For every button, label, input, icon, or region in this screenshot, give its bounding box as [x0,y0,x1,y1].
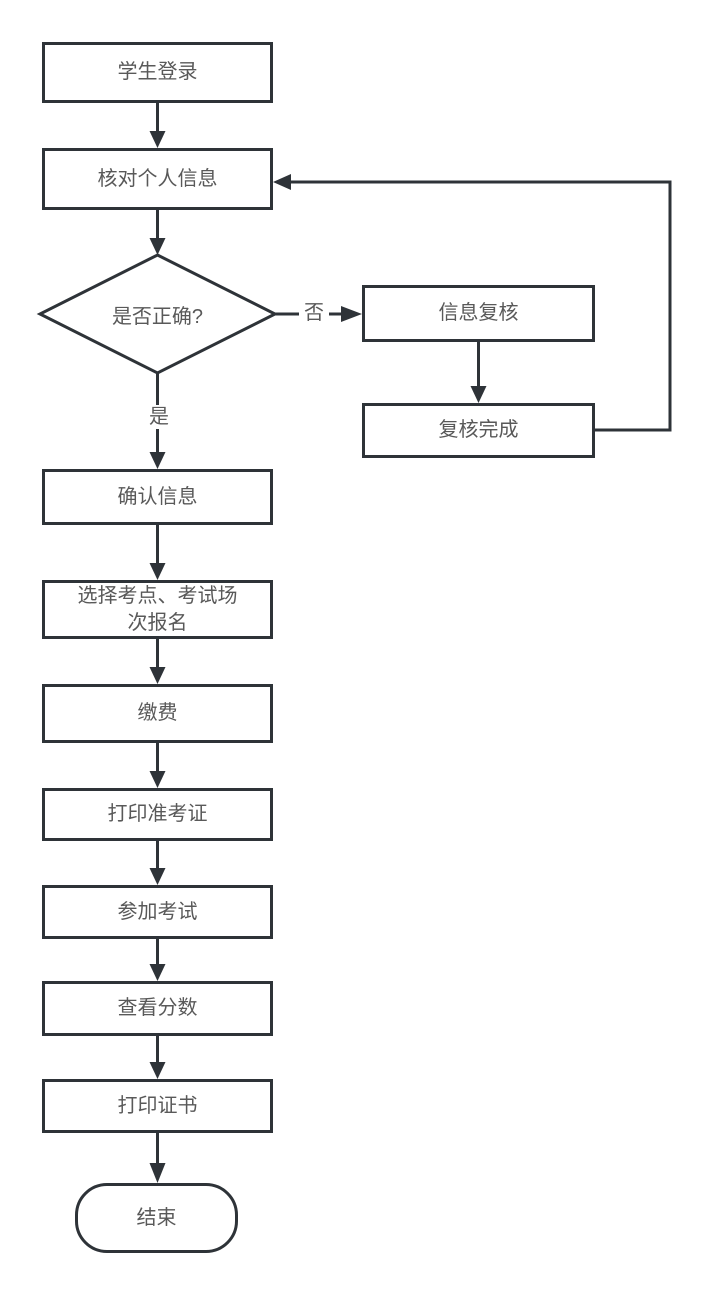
node-info-review: 信息复核 [362,285,595,342]
node-student-login: 学生登录 [42,42,273,103]
node-take-exam: 参加考试 [42,885,273,939]
edge-label-yes: 是 [144,405,174,429]
node-label: 学生登录 [117,61,198,83]
node-label: 缴费 [137,702,178,724]
node-label: 核对个人信息 [97,167,218,190]
edge-login-to-verify [149,103,166,148]
node-label: 确认信息 [117,485,198,508]
node-label: 结束 [136,1206,177,1229]
edge-printticket-to-exam [149,841,166,885]
node-select-site-session: 选择考点、考试场次报名 [42,580,273,639]
node-confirm-info: 确认信息 [42,469,273,525]
node-label: 打印证书 [117,1094,198,1117]
edge-exam-to-score [149,939,166,981]
edge-confirm-to-select [149,525,166,580]
node-label: 查看分数 [117,997,198,1019]
node-label: 参加考试 [117,900,198,923]
node-is-correct-decision: 是否正确? [40,255,275,373]
node-print-admission-ticket: 打印准考证 [42,788,273,841]
edge-score-to-certificate [149,1036,166,1079]
node-verify-personal-info: 核对个人信息 [42,148,273,210]
node-label: 复核完成 [438,419,519,441]
edge-label-no: 否 [299,301,329,325]
node-view-score: 查看分数 [42,981,273,1036]
node-print-certificate: 打印证书 [42,1079,273,1133]
edge-certificate-to-end [149,1133,166,1183]
node-label: 信息复核 [438,302,519,324]
edge-review-to-complete [470,342,487,403]
node-end: 结束 [75,1183,238,1253]
edge-pay-to-printticket [149,743,166,788]
node-pay-fee: 缴费 [42,684,273,743]
edge-verify-to-decision [149,210,166,255]
edge-select-to-pay [149,639,166,684]
node-label: 选择考点、考试场次报名 [77,584,238,634]
node-label: 打印准考证 [107,803,208,825]
edge-feedback-loop [273,174,672,432]
node-review-complete: 复核完成 [362,403,595,458]
node-label: 是否正确? [111,305,204,328]
